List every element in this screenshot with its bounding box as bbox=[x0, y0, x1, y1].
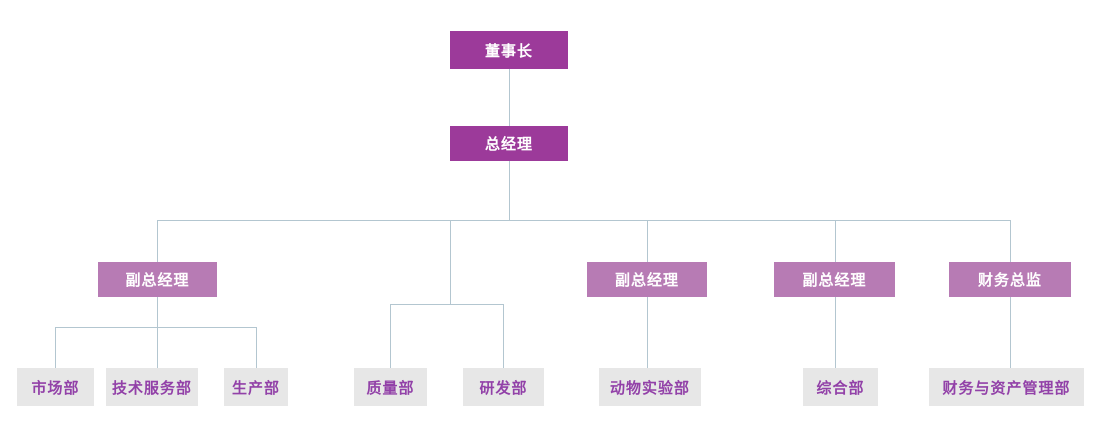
connector-drop-general bbox=[835, 297, 836, 368]
connector-drop-production bbox=[256, 327, 257, 368]
connector-drop-animallab bbox=[647, 297, 648, 368]
org-node-vgm3: 副总经理 bbox=[774, 262, 895, 297]
org-node-dept-animal-lab: 动物实验部 bbox=[599, 368, 701, 406]
connector-vgm1-stem bbox=[157, 297, 158, 327]
org-node-dept-production: 生产部 bbox=[224, 368, 288, 406]
org-node-cfo: 财务总监 bbox=[949, 262, 1071, 297]
org-node-vgm2: 副总经理 bbox=[587, 262, 707, 297]
org-node-chairman: 董事长 bbox=[450, 31, 568, 69]
connector-drop-vgm3 bbox=[835, 220, 836, 262]
org-node-general-manager: 总经理 bbox=[450, 126, 568, 161]
org-node-dept-rnd: 研发部 bbox=[463, 368, 544, 406]
org-node-dept-market: 市场部 bbox=[17, 368, 94, 406]
org-node-vgm1: 副总经理 bbox=[98, 262, 217, 297]
connector-gm-stem bbox=[509, 161, 510, 220]
connector-drop-market bbox=[55, 327, 56, 368]
connector-drop-rnd bbox=[503, 304, 504, 368]
connector-drop-vgm2 bbox=[647, 220, 648, 262]
org-node-dept-general: 综合部 bbox=[803, 368, 878, 406]
connector-drop-vgm1 bbox=[157, 220, 158, 262]
connector-drop-quality bbox=[390, 304, 391, 368]
org-node-dept-finance-asset: 财务与资产管理部 bbox=[929, 368, 1084, 406]
connector-drop-mid-branch bbox=[450, 220, 451, 304]
org-node-dept-quality: 质量部 bbox=[354, 368, 427, 406]
connector-mid-horizontal bbox=[390, 304, 504, 305]
connector-drop-cfo bbox=[1010, 220, 1011, 262]
connector-chairman-gm bbox=[509, 69, 510, 126]
connector-vgm1-horizontal bbox=[55, 327, 257, 328]
org-node-dept-tech-service: 技术服务部 bbox=[106, 368, 198, 406]
connector-drop-techservice bbox=[157, 327, 158, 368]
connector-drop-financeasset bbox=[1010, 297, 1011, 368]
connector-main-horizontal bbox=[157, 220, 1011, 221]
